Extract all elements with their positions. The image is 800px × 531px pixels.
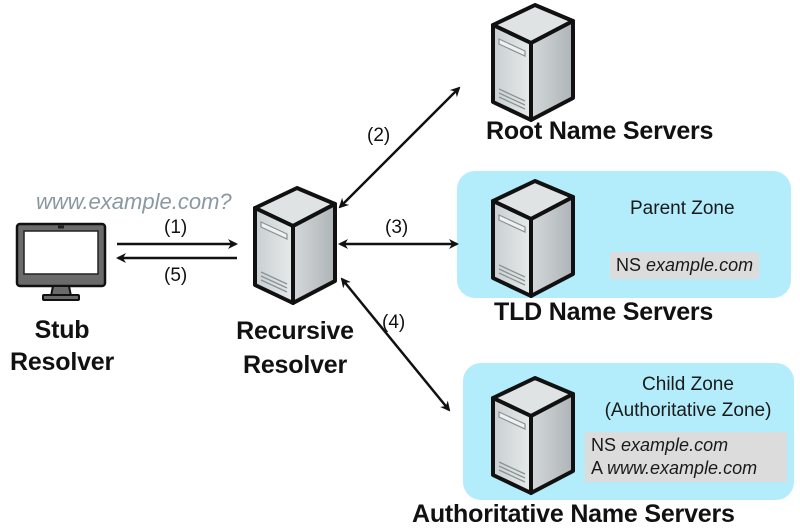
step-label-3: (3)	[385, 217, 409, 238]
stub-resolver-label: Stub Resolver	[0, 314, 124, 378]
stub-resolver-line1: Stub	[34, 316, 90, 344]
arrow-step-2	[338, 86, 461, 209]
tld-name-servers-label: TLD Name Servers	[494, 298, 714, 326]
parent-zone-title: Parent Zone	[630, 198, 735, 219]
stub-resolver-line2: Resolver	[9, 348, 114, 376]
authoritative-server-icon	[491, 376, 575, 495]
record-type: NS	[616, 255, 642, 275]
tld-record-list: NS example.com	[610, 252, 760, 279]
child-zone-title: Child Zone (Authoritative Zone)	[583, 372, 793, 424]
step-label-5: (5)	[164, 265, 188, 286]
root-server-icon	[491, 3, 575, 122]
step-label-4: (4)	[382, 312, 406, 333]
step-label-1: (1)	[164, 217, 188, 238]
child-zone-title-line2: (Authoritative Zone)	[604, 400, 772, 421]
record-name: www.example.com	[607, 458, 758, 478]
recursive-resolver-label: Recursive Resolver	[222, 314, 368, 382]
root-name-servers-label: Root Name Servers	[486, 117, 714, 145]
auth-record-list: NS example.com A www.example.com	[585, 432, 787, 482]
recursive-resolver-line2: Resolver	[242, 351, 347, 379]
record-type: NS	[591, 435, 617, 455]
recursive-resolver-line1: Recursive	[236, 317, 354, 345]
tld-server-icon	[491, 179, 575, 298]
monitor-icon	[15, 222, 107, 301]
step-label-2: (2)	[367, 125, 391, 146]
record-type: A	[591, 458, 603, 478]
authoritative-name-servers-label: Authoritative Name Servers	[412, 500, 735, 528]
auth-record: A www.example.com	[591, 457, 781, 480]
auth-record: NS example.com	[591, 434, 781, 457]
query-label: www.example.com?	[36, 189, 232, 214]
arrow-step-4	[340, 277, 451, 412]
record-name: example.com	[646, 255, 754, 275]
recursive-resolver-server-icon	[253, 186, 337, 305]
child-zone-title-line1: Child Zone	[642, 374, 734, 395]
tld-record: NS example.com	[616, 254, 753, 277]
record-name: example.com	[621, 435, 729, 455]
